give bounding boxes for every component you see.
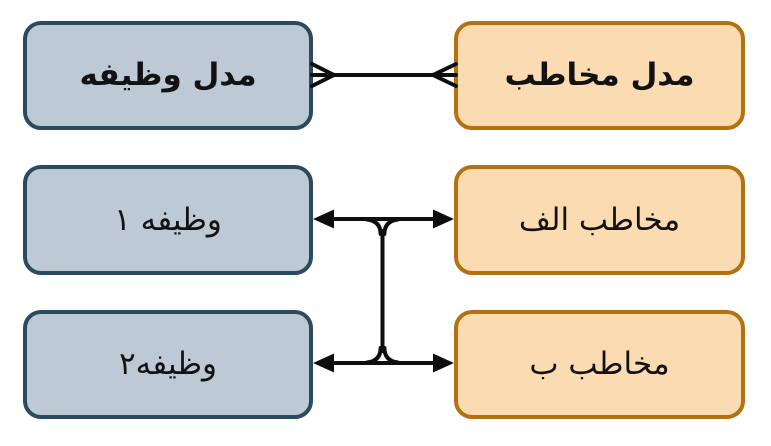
node-mokhatab-alef: مخاطب الف bbox=[454, 165, 745, 275]
node-mokhatab-alef-label: مخاطب الف bbox=[518, 201, 681, 238]
node-mokhatab-b-label: مخاطب ب bbox=[529, 346, 670, 382]
arrowhead-right-icon bbox=[433, 353, 454, 373]
junction-fillet-top-left bbox=[365, 217, 383, 236]
node-model-vazife-label: مدل وظیفه bbox=[79, 57, 257, 93]
node-vazife-1-label: وظیفه ۱ bbox=[114, 201, 222, 238]
vertical-bus bbox=[365, 217, 400, 365]
arrowhead-right-icon bbox=[433, 209, 454, 229]
node-model-mokhatab-label: مدل مخاطب bbox=[504, 57, 695, 93]
junction-fillet-top-right bbox=[382, 217, 400, 236]
arrowhead-left-icon bbox=[313, 353, 334, 373]
node-mokhatab-b: مخاطب ب bbox=[454, 310, 745, 419]
node-model-mokhatab: مدل مخاطب bbox=[454, 21, 745, 130]
many-to-many-connector bbox=[310, 62, 458, 88]
node-vazife-1: وظیفه ۱ bbox=[23, 165, 313, 275]
crows-foot-left-icon bbox=[310, 62, 336, 88]
crows-foot-right-icon bbox=[431, 62, 458, 88]
node-vazife-2-label: وظیفه۲ bbox=[119, 346, 217, 382]
double-arrow-top bbox=[313, 209, 454, 229]
arrowhead-left-icon bbox=[313, 209, 334, 229]
node-vazife-2: وظیفه۲ bbox=[23, 310, 313, 419]
double-arrow-bottom bbox=[313, 353, 454, 373]
junction-fillet-bottom-left bbox=[365, 346, 383, 365]
node-model-vazife: مدل وظیفه bbox=[23, 21, 313, 130]
junction-fillet-bottom-right bbox=[382, 346, 400, 365]
